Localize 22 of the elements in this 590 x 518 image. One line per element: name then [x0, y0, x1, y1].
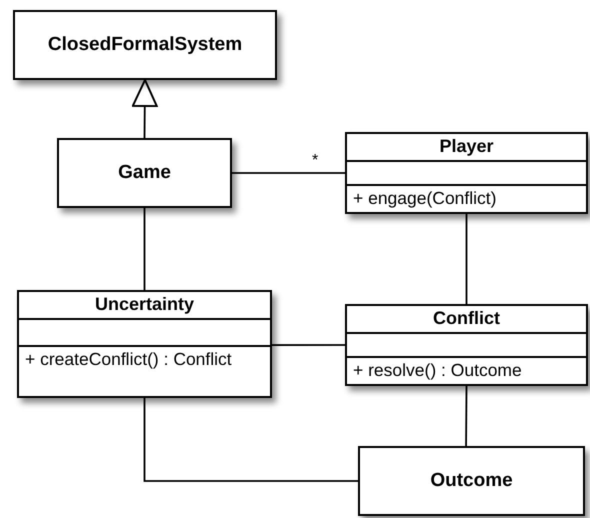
operation-text: + engage(Conflict)	[352, 187, 498, 210]
class-name: Player	[347, 134, 586, 162]
operation-text: + resolve() : Outcome	[352, 359, 523, 382]
class-box	[13, 10, 277, 80]
class-name: ClosedFormalSystem	[48, 34, 242, 56]
class-box	[57, 138, 232, 208]
class-box	[17, 290, 272, 398]
association-line	[144, 208, 146, 290]
operation-text: + createConflict() : Conflict	[24, 348, 233, 371]
association-line	[232, 172, 345, 174]
class-box	[345, 304, 588, 386]
association-line	[465, 386, 468, 446]
association-line	[272, 344, 345, 346]
association-line	[466, 214, 468, 304]
class-name: Game	[118, 162, 171, 184]
class-name: Conflict	[347, 306, 586, 334]
association-line	[144, 398, 358, 482]
generalization-arrow	[132, 79, 158, 138]
class-box	[345, 132, 588, 214]
class-box	[358, 446, 585, 516]
class-name: Outcome	[430, 470, 513, 492]
class-name: Uncertainty	[19, 292, 270, 320]
